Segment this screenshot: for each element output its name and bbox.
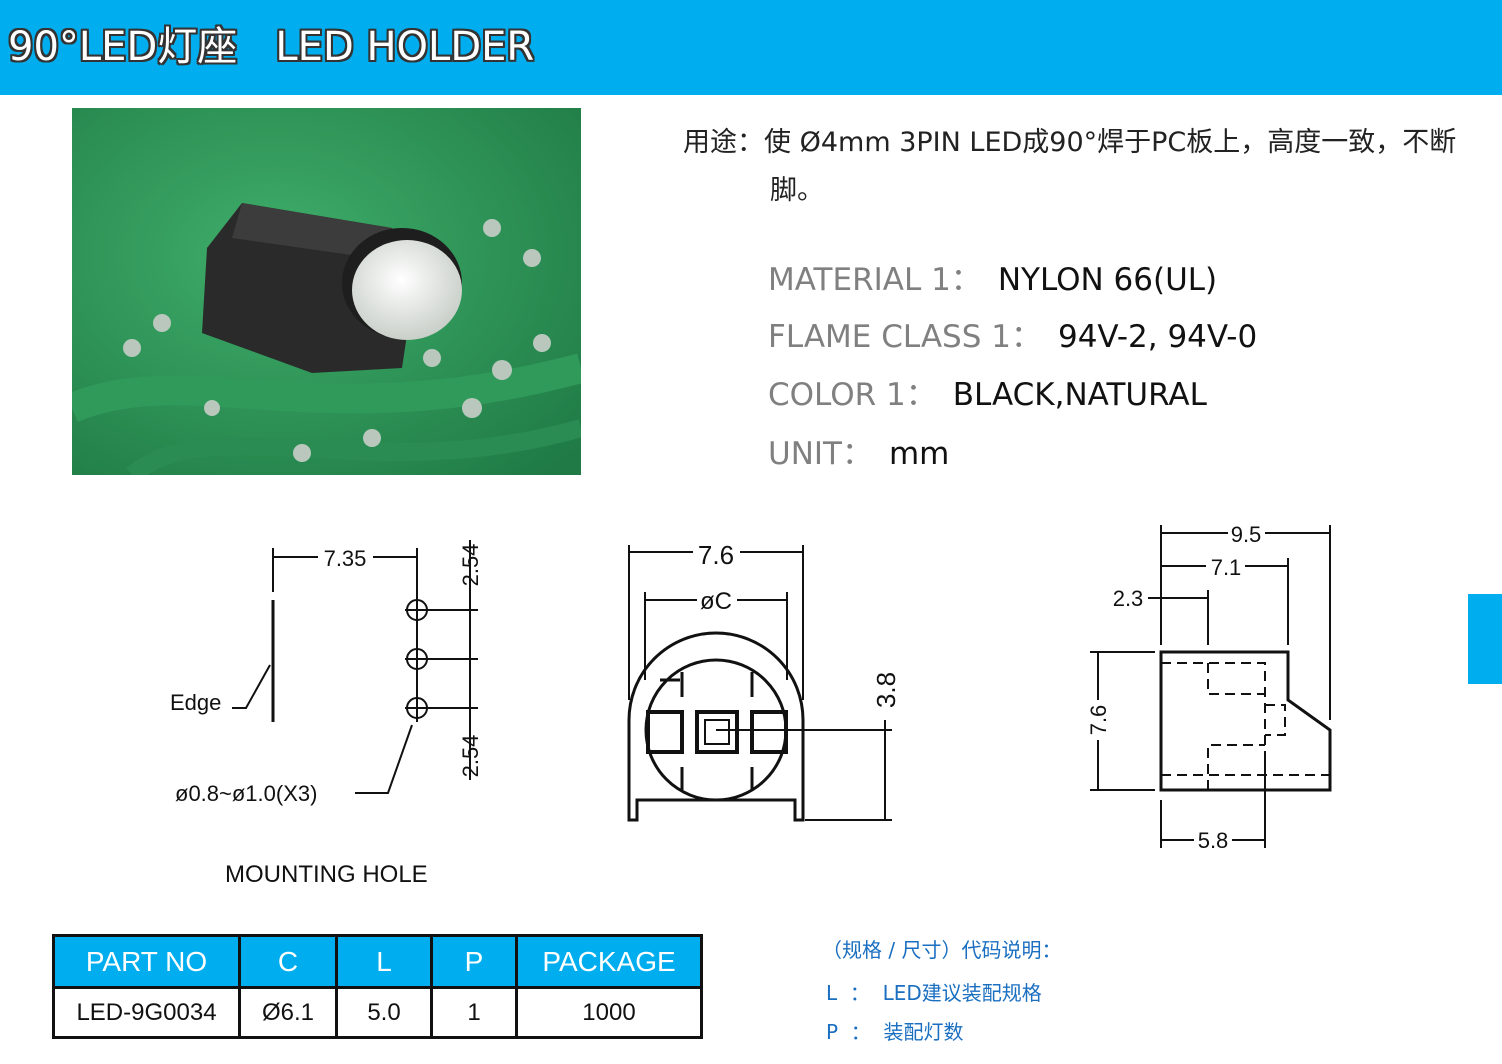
edge-label: Edge (170, 690, 221, 715)
dim-pitch-bottom: 2.54 (458, 735, 483, 778)
dim-depth: 7.1 (1211, 555, 1242, 580)
dim-diameter-c: øC (700, 588, 732, 615)
col-l: L (335, 934, 433, 989)
side-view-drawing: 9.5 7.1 2.3 7.6 5.8 (1086, 522, 1332, 853)
hole-size-label: ø0.8~ø1.0(X3) (175, 781, 317, 806)
dim-front-width: 7.6 (698, 540, 734, 570)
mounting-hole-drawing: 7.35 2.54 2.54 Edge ø0.8~ø1.0(X3) MOUNTI… (170, 540, 483, 888)
product-photo (72, 108, 581, 475)
front-view-drawing: 7.6 øC 3.8 (627, 540, 901, 822)
dim-7-35: 7.35 (324, 546, 367, 571)
spec-label: UNIT： (768, 436, 873, 472)
table-row: LED-9G0034 Ø6.1 5.0 1 1000 (52, 986, 703, 1039)
dim-pitch-top: 2.54 (458, 544, 483, 587)
dim-offset: 2.3 (1113, 586, 1144, 611)
note-l: L ： LED建议装配规格 (826, 981, 1042, 1005)
spec-label: COLOR 1： (768, 377, 937, 413)
col-part-no: PART NO (52, 934, 241, 989)
page-title: 90°LED灯座 LED HOLDER (8, 24, 535, 70)
cell-l: 5.0 (335, 986, 433, 1039)
dim-side-height: 7.6 (1086, 705, 1111, 736)
col-package: PACKAGE (515, 934, 703, 989)
notes-title: （规格 / 尺寸）代码说明： (822, 938, 1062, 962)
spec-value: BLACK,NATURAL (952, 377, 1207, 413)
spec-value: 94V-2, 94V-0 (1057, 319, 1258, 355)
note-p: P ： 装配灯数 (826, 1020, 964, 1044)
col-p: P (430, 934, 518, 989)
spec-flame-class: FLAME CLASS 1： 94V-2, 94V-0 (768, 311, 1257, 356)
part-table: PART NO C L P PACKAGE LED-9G0034 Ø6.1 5.… (52, 934, 703, 1039)
mounting-hole-caption: MOUNTING HOLE (225, 861, 428, 888)
usage-description: 用途：使 Ø4mm 3PIN LED成90°焊于PC板上，高度一致，不断 (683, 127, 1457, 158)
dim-total-length: 9.5 (1231, 522, 1262, 547)
table-header-row: PART NO C L P PACKAGE (52, 934, 703, 989)
dim-front-height: 3.8 (871, 672, 901, 708)
cell-part-no: LED-9G0034 (52, 986, 241, 1039)
spec-label: MATERIAL 1： (768, 262, 982, 298)
technical-drawings: 7.35 2.54 2.54 Edge ø0.8~ø1.0(X3) MOUNTI… (170, 522, 1332, 888)
spec-unit: UNIT： mm (768, 428, 949, 473)
spec-value: mm (888, 436, 950, 472)
header-banner: 90°LED灯座 LED HOLDER (0, 0, 1502, 95)
spec-label: FLAME CLASS 1： (768, 319, 1042, 355)
cell-c: Ø6.1 (238, 986, 338, 1039)
dim-bottom: 5.8 (1198, 828, 1229, 853)
spec-value: NYLON 66(UL) (997, 262, 1218, 298)
usage-description-cont: 脚。 (770, 175, 824, 206)
side-float-tab[interactable] (1468, 594, 1502, 684)
spec-material: MATERIAL 1： NYLON 66(UL) (768, 254, 1217, 299)
spec-color: COLOR 1： BLACK,NATURAL (768, 369, 1207, 414)
cell-package: 1000 (515, 986, 703, 1039)
cell-p: 1 (430, 986, 518, 1039)
col-c: C (238, 934, 338, 989)
